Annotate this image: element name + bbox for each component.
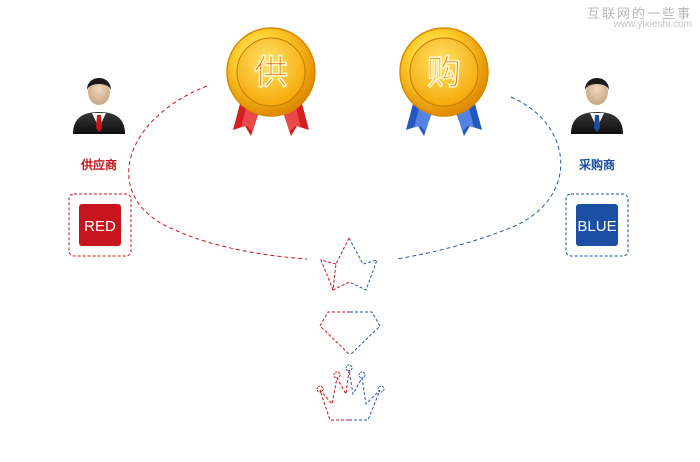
supplier-badge: RED (68, 193, 132, 257)
buyer-medal-char: 购 (427, 53, 461, 93)
star-icon (320, 237, 378, 291)
diamond-icon (319, 311, 381, 356)
watermark-site-url: www.yixieshi.com (613, 19, 692, 30)
supplier-connection-arc (128, 85, 308, 260)
supplier-person-icon (73, 78, 125, 134)
buyer-badge-text: BLUE (577, 218, 616, 235)
buyer-badge: BLUE (565, 193, 629, 257)
buyer-label: 采购商 (578, 158, 615, 172)
supplier-label: 供应商 (80, 158, 117, 172)
supplier-badge-text: RED (84, 218, 116, 235)
buyer-connection-arc (396, 96, 562, 260)
buyer-person-icon (571, 78, 623, 134)
supplier-medal-icon: 供 (226, 27, 316, 136)
watermark-site-name: 互联网的一些事 (586, 7, 692, 22)
buyer-medal-icon: 购 (399, 27, 489, 136)
crown-icon (316, 364, 385, 421)
supplier-medal-char: 供 (253, 53, 288, 93)
